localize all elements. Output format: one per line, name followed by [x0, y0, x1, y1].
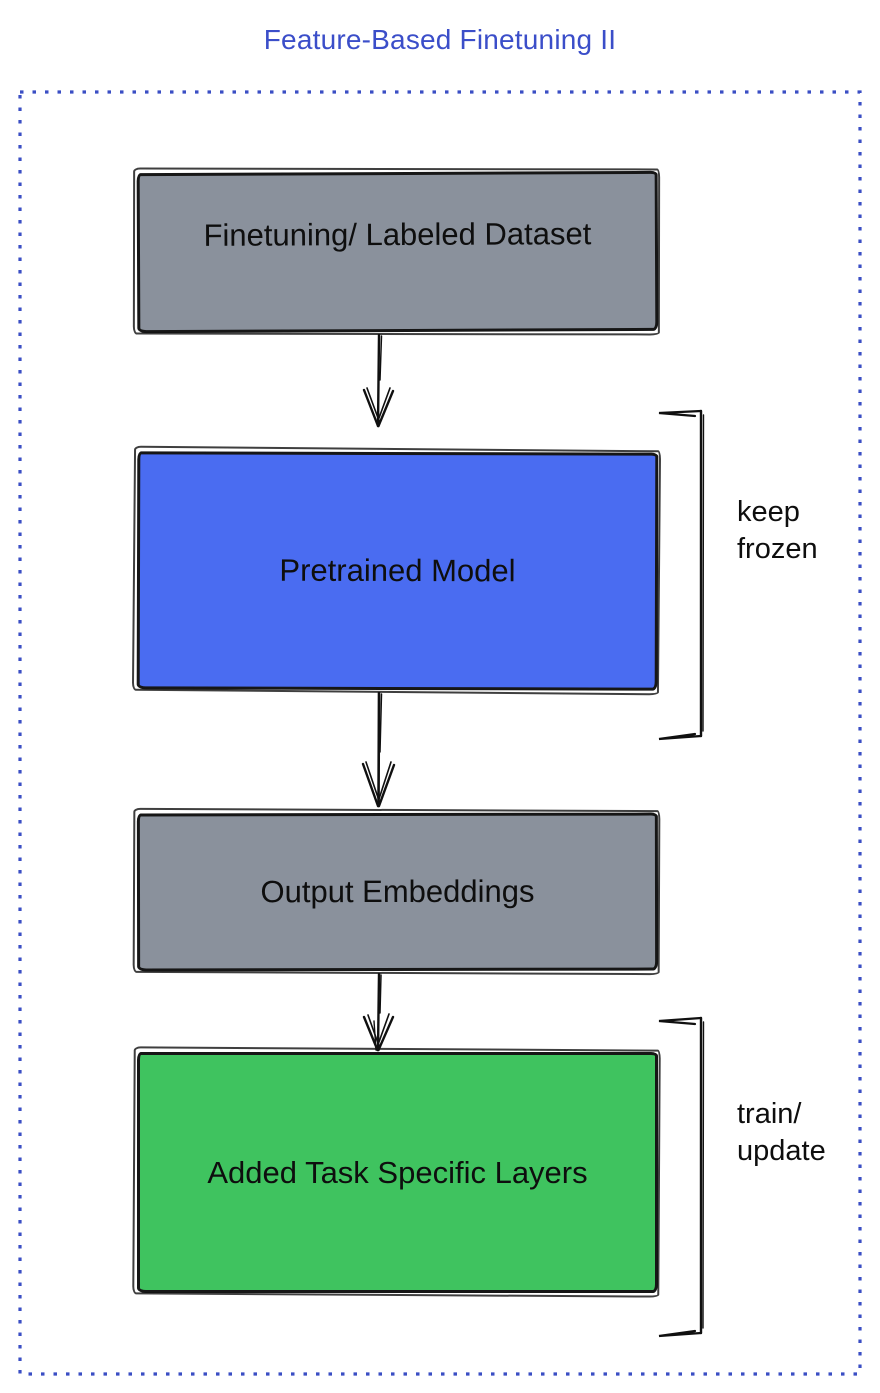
page-title: Feature-Based Finetuning II [263, 24, 617, 55]
node-added-task-specific-layers: Added Task Specific Layers [137, 1052, 658, 1293]
annotation-line: update [737, 1135, 826, 1167]
annotation-line: frozen [737, 533, 818, 565]
node-label: Output Embeddings [260, 873, 535, 910]
flow-arrow-icon [362, 334, 395, 428]
bracket-keep-frozen-icon [658, 409, 705, 741]
node-output-embeddings: Output Embeddings [136, 812, 659, 972]
annotation-keep-frozen: keep frozen [737, 494, 818, 568]
flow-arrow-icon [362, 973, 395, 1052]
node-pretrained-model: Pretrained Model [136, 451, 659, 691]
node-finetuning-dataset: Finetuning/ Labeled Dataset [136, 170, 659, 334]
flow-arrow-icon [361, 692, 396, 808]
node-label: Finetuning/ Labeled Dataset [203, 216, 592, 253]
node-label: Pretrained Model [279, 552, 516, 589]
annotation-line: keep [737, 496, 800, 528]
node-label: Added Task Specific Layers [207, 1154, 588, 1190]
annotation-line: train/ [737, 1098, 802, 1130]
dashed-frame [18, 90, 862, 1376]
bracket-train-update-icon [658, 1016, 705, 1338]
annotation-train-update: train/ update [737, 1096, 826, 1170]
